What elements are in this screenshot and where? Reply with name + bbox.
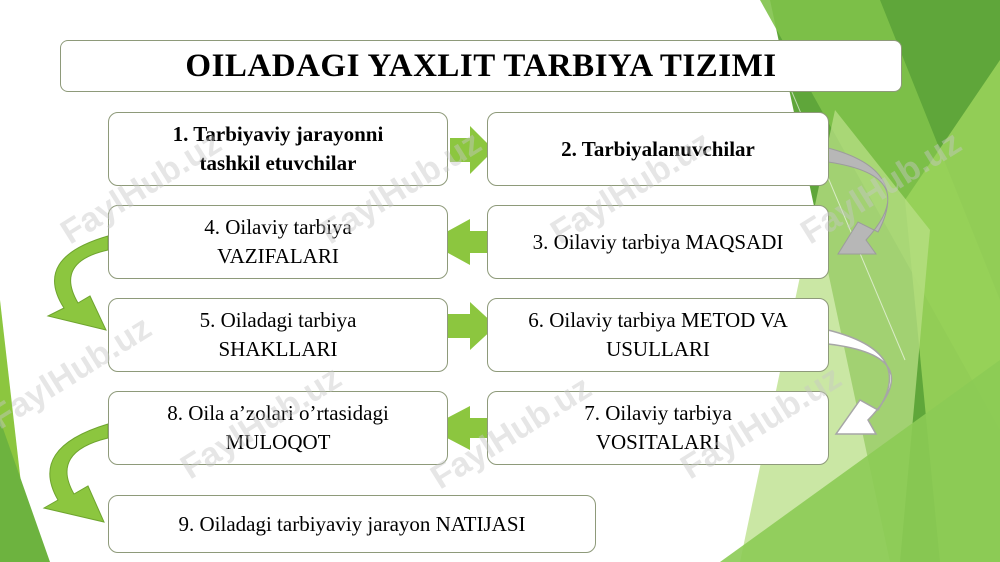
box-9-result: 9. Oiladagi tarbiyaviy jarayon NATIJASI (108, 495, 596, 553)
box-2-pupils: 2. Tarbiyalanuvchilar (487, 112, 829, 186)
box-6-methods: 6. Oilaviy tarbiya METOD VA USULLARI (487, 298, 829, 372)
page-title: OILADAGI YAXLIT TARBIYA TIZIMI (60, 40, 902, 92)
box-5-forms: 5. Oiladagi tarbiya SHAKLLARI (108, 298, 448, 372)
box-1-organizers: 1. Tarbiyaviy jarayonni tashkil etuvchil… (108, 112, 448, 186)
box-4-tasks: 4. Oilaviy tarbiya VAZIFALARI (108, 205, 448, 279)
box-8-communication: 8. Oila a’zolari o’rtasidagi MULOQOT (108, 391, 448, 465)
box-3-goal: 3. Oilaviy tarbiya MAQSADI (487, 205, 829, 279)
box-7-means: 7. Oilaviy tarbiya VOSITALARI (487, 391, 829, 465)
